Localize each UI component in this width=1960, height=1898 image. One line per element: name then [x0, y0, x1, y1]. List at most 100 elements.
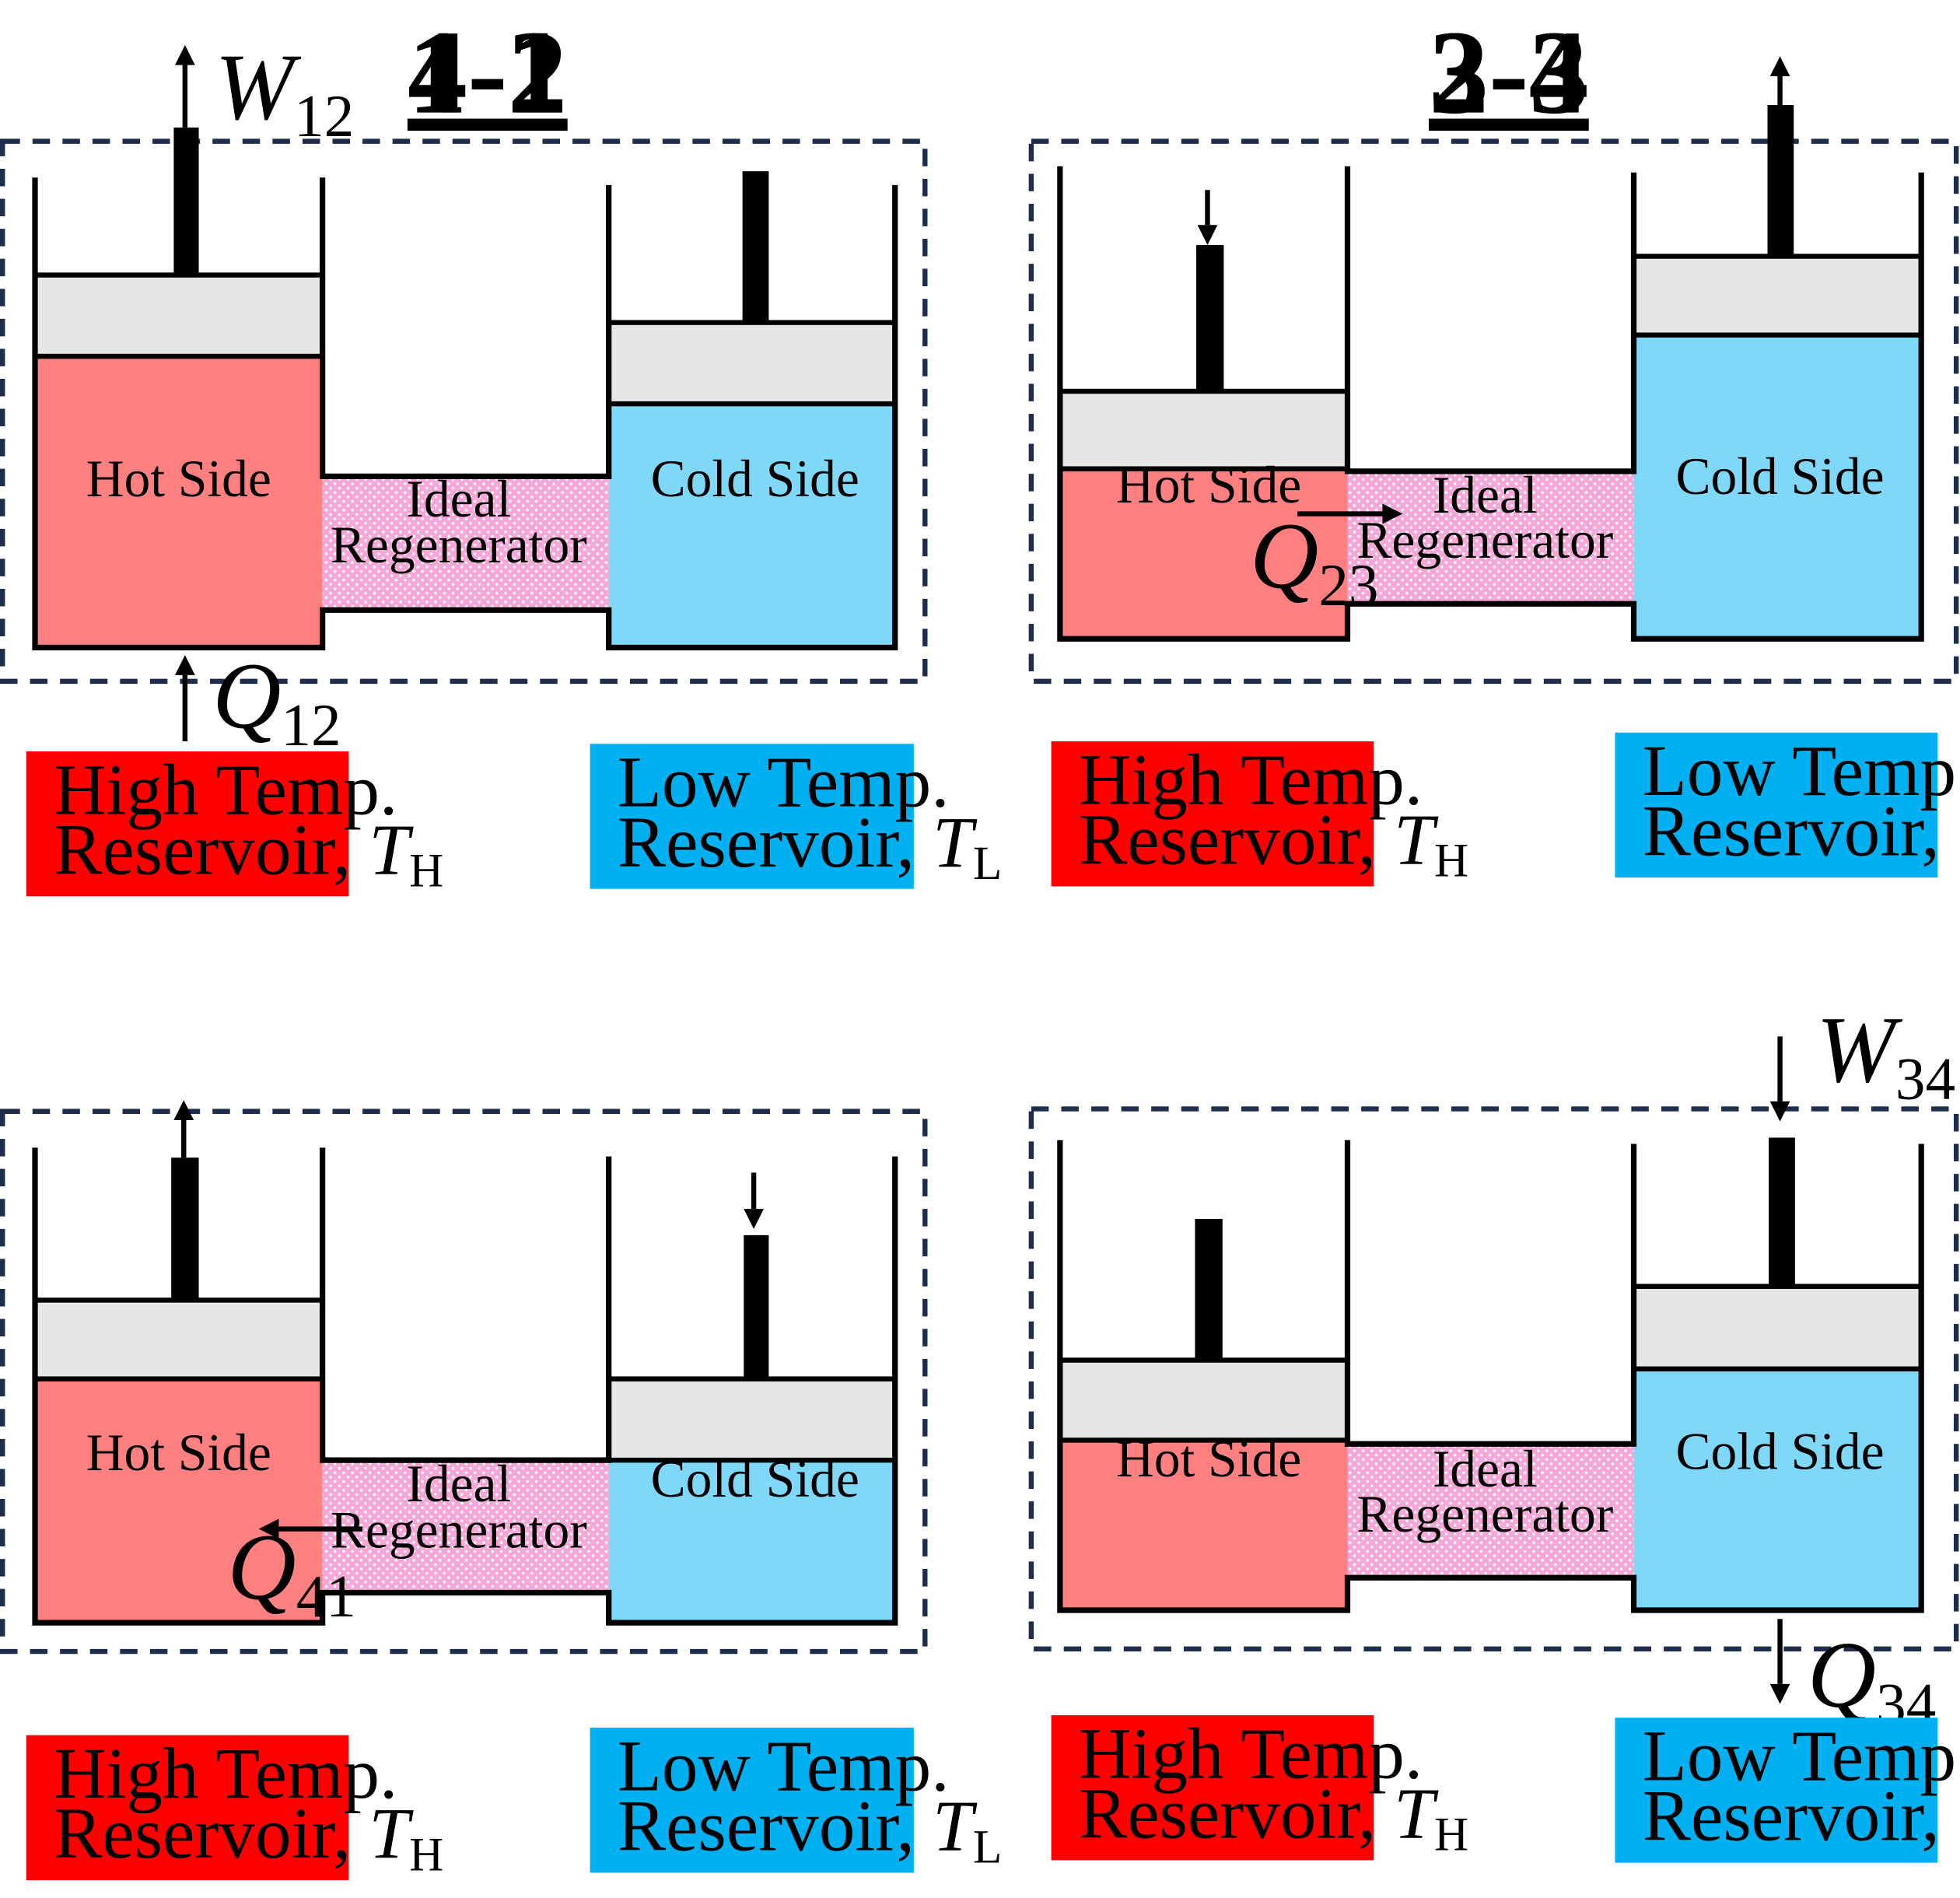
- system-boundary: [0, 1108, 928, 1655]
- cylinder-walls-outer: [32, 1147, 898, 1626]
- hot-piston-rod: [173, 127, 199, 275]
- work-label-subscript: 12: [294, 82, 354, 149]
- cylinder-walls-inner: [320, 177, 612, 479]
- low-temp-reservoir-line1: Low Temp.: [618, 743, 950, 823]
- high-temp-reservoir-line1: High Temp.: [1079, 1714, 1423, 1794]
- heat-label-symbol: Q: [1808, 1623, 1876, 1728]
- system-boundary: [1028, 1106, 1959, 1652]
- cold-side-gas: [608, 404, 895, 648]
- low-temp-reservoir-box: [1615, 732, 1938, 878]
- cold-side-label: Cold Side: [1675, 1422, 1884, 1480]
- hot-side-gas: [35, 1378, 323, 1623]
- cylinder-walls-outer: [1057, 1140, 1924, 1613]
- heat-label-subscript: 12: [281, 692, 341, 758]
- hot-piston-rod: [1195, 1218, 1223, 1360]
- regenerator-label-line1: Ideal: [1433, 466, 1538, 524]
- low-temp-reservoir-line1: Low Temp.: [1643, 1717, 1960, 1797]
- cold-side-label: Cold Side: [1675, 447, 1884, 506]
- system-boundary: [1028, 138, 1959, 685]
- cold-piston-rod: [1769, 1137, 1795, 1287]
- cold-piston: [1631, 1283, 1924, 1372]
- high-temp-reservoir: High Temp.Reservoir, TH: [26, 750, 443, 897]
- high-temp-reservoir-box: [1051, 1715, 1374, 1861]
- heat-label-subscript: 23: [1318, 552, 1378, 618]
- regenerator: [1347, 471, 1634, 604]
- regenerator: [322, 476, 609, 611]
- cylinder-walls-inner: [320, 1147, 612, 1463]
- regenerator-label-line2: Regenerator: [331, 516, 587, 574]
- work-label: W34: [1816, 997, 1955, 1112]
- cold-piston-lift-arrow: [1769, 56, 1790, 106]
- process-title: 1-2: [408, 7, 568, 139]
- hot-piston-rod: [1196, 245, 1224, 392]
- high-temp-reservoir-line2: Reservoir, TH: [54, 810, 443, 897]
- regenerator-label-line2: Regenerator: [1356, 511, 1613, 569]
- high-temp-reservoir-line2: Reservoir, TH: [1079, 1774, 1468, 1861]
- low-temp-reservoir: Low Temp.Reservoir, TL: [1615, 731, 1960, 878]
- high-temp-reservoir-line2: Reservoir, TH: [54, 1794, 443, 1881]
- heat-to-hot-side-arrow: [258, 1518, 363, 1539]
- work-label-symbol: W: [1816, 997, 1902, 1102]
- cold-side-label: Cold Side: [651, 1450, 859, 1508]
- hot-side-label: Hot Side: [86, 1424, 271, 1482]
- low-temp-reservoir: Low Temp.Reservoir, TL: [590, 1726, 1002, 1874]
- hot-side-gas: [35, 356, 323, 648]
- hot-side-label: Hot Side: [86, 450, 271, 508]
- process-title: 4-1: [408, 7, 568, 139]
- low-temp-reservoir-box: [590, 1728, 914, 1873]
- heat-label: Q12: [212, 643, 341, 758]
- cold-piston-rod: [744, 1234, 769, 1379]
- hot-piston-lift-arrow: [173, 1100, 194, 1158]
- hot-side-gas: [1059, 1440, 1348, 1610]
- regenerator-label-line2: Regenerator: [1356, 1485, 1613, 1543]
- high-temp-reservoir-line1: High Temp.: [54, 1734, 397, 1814]
- heat-label-symbol: Q: [212, 643, 281, 748]
- high-temp-reservoir-box: [26, 1735, 349, 1881]
- hot-side-label: Hot Side: [1116, 456, 1301, 514]
- cold-piston: [606, 1376, 898, 1463]
- work-in-arrow: [1769, 1036, 1790, 1122]
- cold-piston-push-arrow: [744, 1172, 764, 1229]
- process-title: 3-4: [1429, 7, 1589, 139]
- low-temp-reservoir-line1: Low Temp.: [1643, 731, 1960, 811]
- high-temp-reservoir-box: [26, 751, 349, 897]
- work-label: W12: [215, 35, 354, 150]
- hot-piston-push-arrow: [1197, 190, 1218, 245]
- low-temp-reservoir-line1: Low Temp.: [618, 1726, 950, 1806]
- hot-piston: [32, 1297, 325, 1381]
- cold-side-gas: [1633, 334, 1922, 639]
- low-temp-reservoir: Low Temp.Reservoir, TL: [590, 743, 1002, 890]
- cold-piston: [1631, 254, 1924, 338]
- cold-side-gas: [1633, 1368, 1922, 1610]
- system-boundary: [0, 138, 928, 685]
- hot-piston: [1057, 1357, 1350, 1443]
- regenerator-label-line1: Ideal: [406, 1455, 511, 1513]
- high-temp-reservoir: High Temp.Reservoir, TH: [1051, 740, 1468, 888]
- heat-label: Q41: [228, 1515, 356, 1630]
- regenerator: [1347, 1444, 1634, 1578]
- high-temp-reservoir-line2: Reservoir, TH: [1079, 800, 1468, 888]
- cylinder-walls-outer: [1057, 166, 1924, 642]
- low-temp-reservoir-box: [590, 744, 914, 889]
- high-temp-reservoir-line1: High Temp.: [54, 750, 397, 830]
- low-temp-reservoir-line2: Reservoir, TL: [618, 1787, 1002, 1874]
- regenerator-label-line1: Ideal: [406, 470, 511, 528]
- hot-side-label: Hot Side: [1116, 1430, 1301, 1488]
- heat-to-regenerator-arrow: [1297, 503, 1403, 524]
- hot-piston: [32, 272, 325, 359]
- heat-label-symbol: Q: [228, 1515, 296, 1620]
- heat-in-arrow: [175, 655, 195, 742]
- process-title: 2-3: [1429, 7, 1589, 139]
- cylinder-walls-inner: [1344, 1140, 1637, 1447]
- cylinder-walls-inner: [1344, 166, 1637, 474]
- regenerator-label-line2: Regenerator: [331, 1501, 587, 1560]
- low-temp-reservoir: Low Temp.Reservoir, TL: [1615, 1717, 1960, 1864]
- high-temp-reservoir: High Temp.Reservoir, TH: [1051, 1714, 1468, 1861]
- low-temp-reservoir-line2: Reservoir, TL: [1643, 1777, 1960, 1864]
- cylinder-walls-outer: [32, 177, 898, 651]
